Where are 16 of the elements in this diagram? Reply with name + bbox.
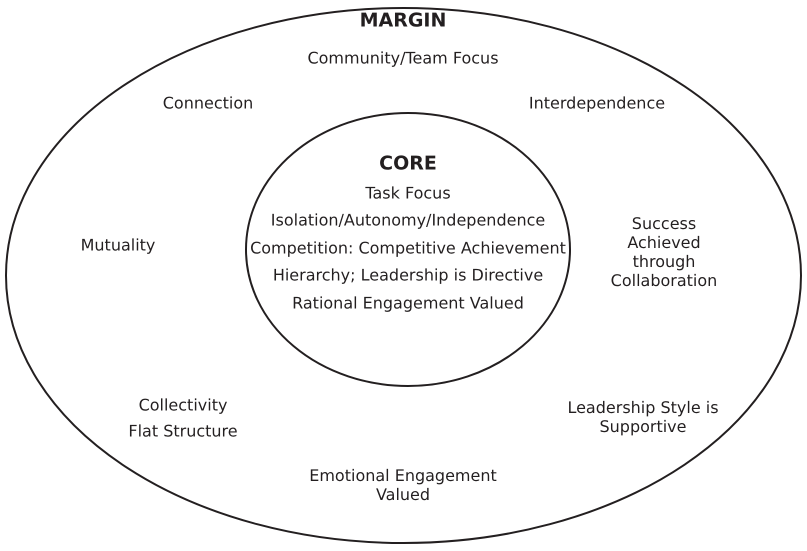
- trait-label: Competition: Competitive Achievement: [249, 238, 567, 258]
- trait-label: Connection: [162, 94, 254, 112]
- trait-label: Mutuality: [80, 236, 156, 254]
- trait-label: Rational Engagement Valued: [291, 294, 525, 312]
- trait-label: Flat Structure: [127, 422, 239, 440]
- trait-label: Isolation/Autonomy/Independence: [270, 210, 546, 230]
- section-heading: MARGIN: [358, 12, 448, 30]
- trait-label: Emotional Engagement Valued: [308, 466, 498, 504]
- trait-label: Success Achieved through Collaboration: [610, 214, 718, 290]
- trait-label: Community/Team Focus: [306, 48, 500, 68]
- trait-label: Leadership Style is Supportive: [566, 398, 720, 436]
- trait-label: Interdependence: [528, 94, 666, 112]
- trait-label: Task Focus: [364, 184, 452, 202]
- trait-label: Hierarchy; Leadership is Directive: [272, 266, 544, 284]
- section-heading: CORE: [378, 154, 438, 174]
- trait-label: Collectivity: [138, 396, 228, 414]
